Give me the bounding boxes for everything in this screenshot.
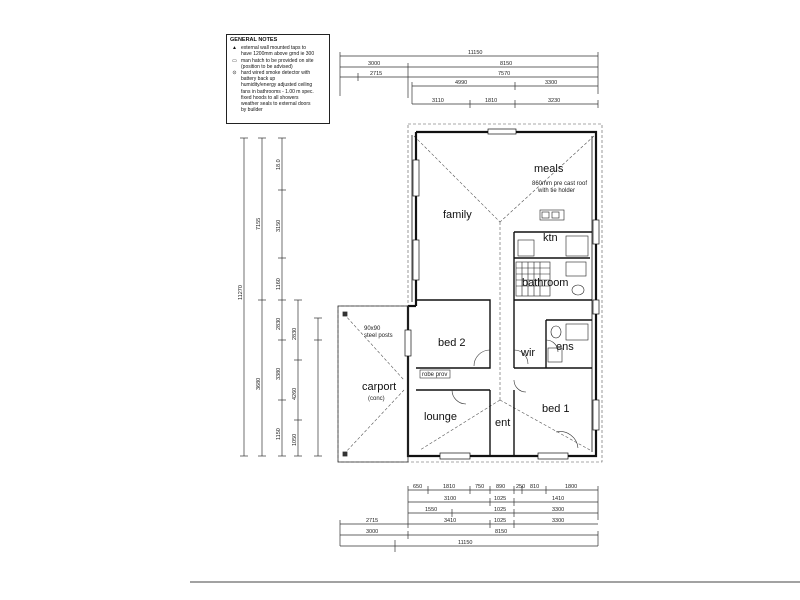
carport-surface: (conc) (368, 396, 385, 402)
note-item: ⊙ hard wired smoke detector with (230, 70, 326, 76)
carport-post-note-2: steel posts (364, 333, 393, 339)
note-text: weather seals to external doors (241, 101, 311, 108)
meals-note-line2: with tie holder (537, 188, 575, 194)
dim-bot-r2-2: 1025 (494, 496, 506, 502)
dim-bot-r1-2: 1810 (443, 484, 455, 490)
dim-bot-r5-1: 3000 (366, 529, 378, 535)
dim-top-row3-a: 4990 (455, 80, 467, 86)
dim-bot-r2-3: 1410 (552, 496, 564, 502)
room-entry: ent (495, 417, 510, 429)
dim-bot-r5-2: 8150 (495, 529, 507, 535)
carport-post-note-1: 90x90 (364, 326, 381, 332)
note-text: man hatch to be provided on site (241, 57, 314, 64)
dim-top-row1-b: 8150 (500, 61, 512, 67)
dim-bot-r4-2: 3410 (444, 518, 456, 524)
internal-walls (416, 231, 592, 456)
meals-note-line1: 860mm pre cast roof (532, 181, 587, 187)
dim-bot-r1-4: 890 (496, 484, 505, 490)
dim-left-b6: 1150 (276, 428, 282, 440)
dim-top-row1-a: 3000 (368, 61, 380, 67)
dim-top-row2-a: 2715 (370, 71, 382, 77)
dim-top-overall: 11150 (468, 50, 482, 56)
note-text: by builder (241, 107, 263, 114)
room-kitchen: ktn (543, 232, 558, 244)
dim-left-b5: 3380 (276, 368, 282, 380)
dim-bot-r3-2: 1025 (494, 507, 506, 513)
room-meals: meals (534, 163, 564, 175)
room-bathroom: bathroom (522, 277, 568, 289)
windows (404, 128, 600, 460)
dim-bot-r1-5: 250 (516, 484, 525, 490)
dim-top-row4-b: 1810 (485, 98, 497, 104)
dim-left-c1: 2830 (292, 328, 298, 340)
dim-top-row3-b: 3300 (545, 80, 557, 86)
room-ens: ens (556, 341, 574, 353)
dim-top-row4-a: 3110 (432, 98, 444, 104)
general-notes-box: GENERAL NOTES ▲ external wall mounted tap… (226, 34, 330, 124)
dim-left-a1: 7155 (256, 218, 262, 230)
dim-bot-r1-3: 750 (475, 484, 484, 490)
note-text: external wall mounted taps to (241, 45, 307, 52)
ensuite-fixtures (547, 323, 589, 363)
left-dimensions (240, 137, 322, 457)
note-text: battery back up (241, 76, 276, 83)
note-item: ▭ man hatch to be provided on site (230, 58, 326, 64)
room-family: family (443, 209, 472, 221)
note-text: fans in bathrooms - 1.00 m spec. (241, 88, 314, 95)
dim-bot-r1-1: 650 (413, 484, 422, 490)
tap-symbol-icon: ▲ (232, 45, 237, 52)
smoke-detector-icon: ⊙ (232, 70, 237, 77)
dim-bot-r4-1: 2715 (366, 518, 378, 524)
room-bed1: bed 1 (542, 403, 570, 415)
room-lounge: lounge (424, 411, 457, 423)
dim-bot-r2-1: 3100 (444, 496, 456, 502)
room-carport: carport (362, 381, 396, 393)
dim-left-c2: 4260 (292, 388, 298, 400)
top-dimensions (339, 52, 599, 108)
dim-left-c3: 1050 (292, 434, 298, 446)
room-wir: wir (520, 347, 535, 359)
door-swings (451, 339, 579, 449)
room-bed2: bed 2 (438, 337, 466, 349)
general-notes-title: GENERAL NOTES (230, 37, 278, 43)
manhole-symbol-icon: ▭ (232, 57, 237, 64)
dim-left-a2: 3680 (256, 378, 262, 390)
dim-bot-overall: 11150 (458, 540, 472, 546)
robe-label: robe prov (422, 372, 447, 378)
robe-box (419, 369, 451, 379)
dim-left-b3: 1160 (276, 278, 282, 290)
dim-bot-r4-4: 3300 (552, 518, 564, 524)
dim-top-row2-b: 7570 (498, 71, 510, 77)
bathroom-fixtures (515, 261, 587, 297)
note-text: have 1200mm above grnd ie 300 (241, 51, 315, 58)
kitchen-fixtures (517, 209, 589, 257)
dim-bot-r1-7: 1800 (565, 484, 577, 490)
dim-top-row4-c: 3230 (548, 98, 560, 104)
dim-bot-r1-6: 810 (530, 484, 539, 490)
note-text: fixed hoods to all showers (241, 94, 299, 101)
dim-left-b2: 3150 (276, 220, 282, 232)
dim-left-b1: 18.0 (276, 159, 282, 170)
dim-left-b4: 2830 (276, 318, 282, 330)
carport-outline (337, 305, 409, 463)
dim-left-overall: 11270 (238, 285, 244, 300)
dim-bot-r3-1: 1550 (425, 507, 437, 513)
dim-bot-r4-3: 1025 (494, 518, 506, 524)
note-item: ▲ external wall mounted taps to (230, 45, 326, 51)
bottom-dimensions (190, 486, 800, 583)
note-text: hard wired smoke detector with (241, 70, 311, 77)
note-text: humidity/energy adjusted ceiling (241, 82, 313, 89)
dim-bot-r3-3: 3300 (552, 507, 564, 513)
note-text: (position to be advised) (241, 63, 293, 70)
